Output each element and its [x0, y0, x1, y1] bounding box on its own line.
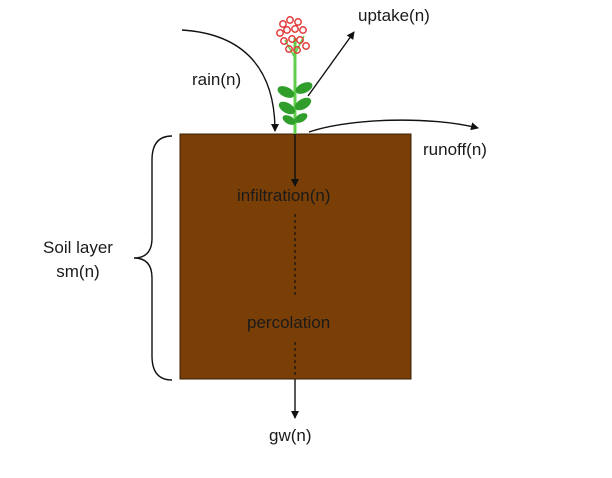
- rain-arrow: [181, 29, 279, 132]
- soil-layer-brace: [133, 135, 173, 381]
- uptake-label: uptake(n): [358, 6, 430, 25]
- runoff-label: runoff(n): [423, 140, 487, 159]
- plant-icon: [276, 16, 313, 134]
- infiltration-label: infiltration(n): [237, 186, 331, 205]
- rain-label: rain(n): [192, 70, 242, 89]
- soil-layer-label: Soil layer: [43, 238, 113, 257]
- uptake-arrow: [307, 31, 355, 97]
- runoff-arrow: [308, 119, 479, 133]
- soil-moisture-label: sm(n): [56, 262, 100, 281]
- groundwater-label: gw(n): [269, 426, 312, 445]
- percolation-label: percolation: [247, 313, 331, 332]
